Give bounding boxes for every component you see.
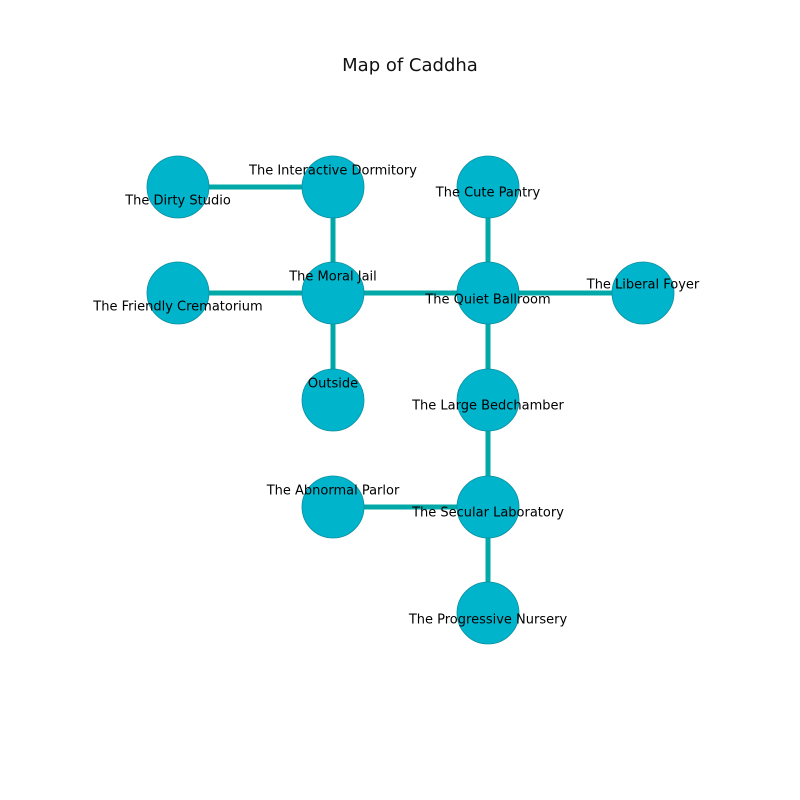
room-node-moral-jail [301, 261, 365, 325]
room-label-outside: Outside [308, 377, 358, 392]
room-label-large-bedchamber: The Large Bedchamber [411, 399, 564, 414]
room-label-secular-laboratory: The Secular Laboratory [411, 506, 564, 521]
room-node-quiet-ballroom [456, 261, 520, 325]
labels-layer: The Dirty Studio The Interactive Dormitor… [92, 164, 700, 628]
room-label-abnormal-parlor: The Abnormal Parlor [266, 484, 400, 499]
room-node-progressive-nursery [456, 581, 520, 645]
rooms-layer [146, 155, 675, 645]
map-title: Map of Caddha [342, 55, 478, 76]
connections-layer [178, 184, 643, 613]
room-node-interactive-dormitory [301, 155, 365, 219]
room-label-friendly-crematorium: The Friendly Crematorium [92, 300, 262, 315]
room-node-abnormal-parlor [301, 475, 365, 539]
room-label-progressive-nursery: The Progressive Nursery [408, 613, 568, 628]
room-node-outside [301, 368, 365, 432]
room-node-large-bedchamber [456, 368, 520, 432]
room-node-cute-pantry [456, 155, 520, 219]
room-label-moral-jail: The Moral Jail [288, 270, 377, 285]
room-node-friendly-crematorium [146, 261, 210, 325]
room-label-cute-pantry: The Cute Pantry [435, 186, 541, 201]
room-node-dirty-studio [146, 155, 210, 219]
room-node-secular-laboratory [456, 475, 520, 539]
room-label-liberal-foyer: The Liberal Foyer [586, 278, 700, 293]
room-label-dirty-studio: The Dirty Studio [124, 194, 231, 209]
room-label-quiet-ballroom: The Quiet Ballroom [424, 293, 550, 308]
room-node-liberal-foyer [611, 261, 675, 325]
room-label-interactive-dormitory: The Interactive Dormitory [248, 164, 417, 179]
